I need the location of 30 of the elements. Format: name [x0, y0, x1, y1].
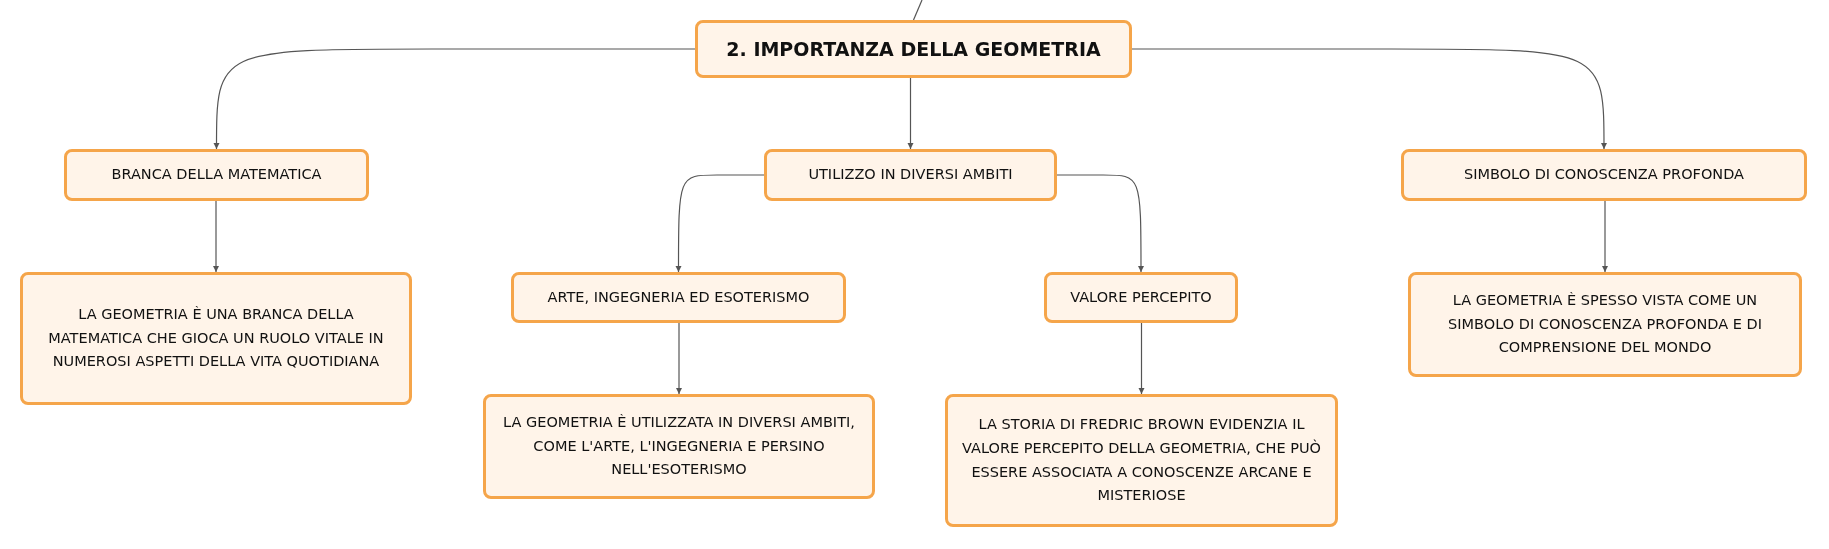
topic-box	[945, 394, 1338, 527]
connector-line	[676, 322, 682, 395]
topic-text: LA GEOMETRIA È UTILIZZATA IN DIVERSI AMBITI, COME L'ARTE, L'INGEGNERIA E PERSINO NELL'ESOTERISMO	[502, 412, 856, 480]
connector-line	[1138, 322, 1145, 395]
connector-line	[1602, 200, 1608, 273]
topic-box	[20, 272, 412, 405]
connector-line	[213, 200, 219, 273]
connector-line	[907, 77, 914, 150]
topic-box	[1044, 272, 1238, 323]
topic-text: LA GEOMETRIA È UNA BRANCA DELLA MATEMATICA CHE GIOCA UN RUOLO VITALE IN NUMEROSI ASPETTI DELLA VITA QUOTIDIANA	[47, 304, 385, 372]
topic-text: ARTE, INGEGNERIA ED ESOTERISMO	[547, 287, 810, 307]
topic-text: VALORE PERCEPITO	[1070, 287, 1212, 307]
topic-text: LA STORIA DI FREDRIC BROWN EVIDENZIA IL VALORE PERCEPITO DELLA GEOMETRIA, CHE PUÒ ESSERE ASSOCIATA A CONOSCENZE ARCANE E MISTERIOSE	[961, 414, 1322, 506]
topic-text: SIMBOLO DI CONOSCENZA PROFONDA	[1464, 165, 1744, 185]
topic-box	[511, 272, 846, 323]
topic-box	[764, 149, 1057, 201]
topic-text: LA GEOMETRIA È SPESSO VISTA COME UN SIMBOLO DI CONOSCENZA PROFONDA E DI COMPRENSIONE DEL MONDO	[1447, 290, 1763, 358]
topic-box	[483, 394, 875, 499]
topic-box	[1408, 272, 1802, 377]
connector-line	[1131, 48, 1607, 150]
topic-box	[1401, 149, 1807, 201]
connector-line	[1056, 174, 1144, 273]
topic-text: UTILIZZO IN DIVERSI AMBITI	[808, 165, 1013, 185]
topic-text: BRANCA DELLA MATEMATICA	[111, 165, 322, 185]
topic-text: 2. IMPORTANZA DELLA GEOMETRIA	[726, 37, 1101, 61]
connector-line	[213, 48, 696, 150]
central-topic-box	[695, 20, 1132, 78]
connector-line	[912, 0, 923, 21]
topic-box	[64, 149, 369, 201]
connector-line	[675, 174, 765, 273]
